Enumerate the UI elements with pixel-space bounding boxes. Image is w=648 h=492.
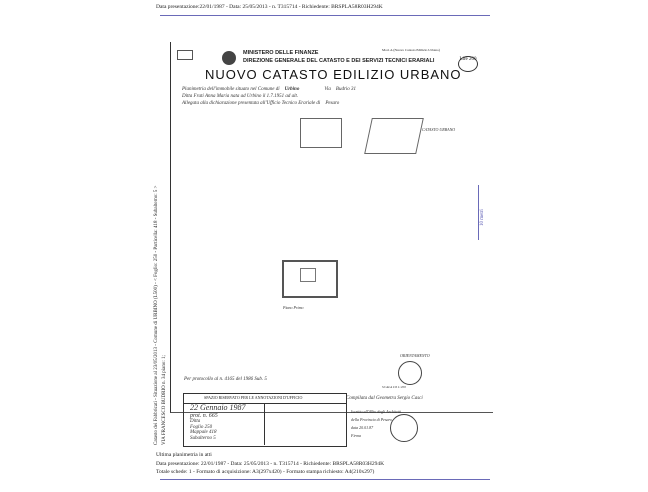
registered: Iscritto all'Albo degli Architetti bbox=[351, 409, 402, 414]
room bbox=[300, 268, 316, 282]
form-corner-box bbox=[177, 50, 193, 60]
office-date: 22 Gennaio 1987 bbox=[190, 403, 246, 412]
compiled-by: Compilata dal Geometra Sergio Casci bbox=[346, 396, 423, 401]
orientation-sketch bbox=[364, 118, 424, 154]
location-sketch bbox=[300, 118, 342, 148]
row1: Planimetria dell'immobile situato nel Co… bbox=[182, 87, 356, 93]
floor-plan bbox=[282, 260, 338, 298]
floor-label: Piano Primo bbox=[283, 305, 304, 310]
left-side-text: Catasto dei Fabbricati - Situazione al 2… bbox=[154, 185, 159, 446]
model: Mod. A (Nuovo Catasto Edilizio Urbano) bbox=[382, 48, 440, 52]
office-box bbox=[183, 393, 347, 447]
office-line: Foglio 250 bbox=[190, 424, 213, 430]
direction: DIREZIONE GENERALE DEL CATASTO E DEI SER… bbox=[243, 58, 435, 64]
row2: Ditta Frati Anna Maria nata ad Urbino il… bbox=[182, 94, 299, 99]
row3: Allegata alla dichiarazione presentata a… bbox=[182, 101, 339, 107]
province: della Provincia di Pesaro bbox=[351, 417, 392, 422]
footer-note: Ultima planimetria in atti bbox=[156, 452, 212, 458]
row1-value: Urbino bbox=[284, 87, 300, 92]
professional-seal bbox=[390, 414, 418, 442]
row3-label: Allegata alla dichiarazione presentata a… bbox=[182, 101, 321, 106]
row1-label: Planimetria dell'immobile situato nel Co… bbox=[182, 87, 280, 92]
signature: Firma bbox=[351, 433, 361, 438]
scale-label: SCALA DI 1:200 bbox=[382, 385, 406, 389]
form-title: NUOVO CATASTO EDILIZIO URBANO bbox=[205, 67, 462, 82]
stamp: Lire 200 bbox=[458, 56, 478, 72]
office-col-divider bbox=[264, 403, 265, 445]
emblem-icon bbox=[222, 51, 236, 65]
scale-bar bbox=[478, 185, 479, 240]
office-notes: 22 Gennaio 1987 prot. n. 665 Ditta Fogli… bbox=[190, 403, 246, 441]
office-line: Ditta bbox=[190, 419, 201, 425]
office-line: Subalterno 5 bbox=[190, 435, 216, 441]
row1-via-value: Budrio 31 bbox=[335, 87, 357, 92]
compiled-line: Per protocollo al n. 4165 del 1986 Sub. … bbox=[184, 377, 267, 382]
left-side-text-2: VIA FRANCESCO BUDRIO n. 34 piano: 1; bbox=[162, 355, 167, 445]
date-signed: data 20.01.87 bbox=[351, 425, 374, 430]
footer-line-2: Totale schede: 1 - Formato di acquisizio… bbox=[156, 469, 375, 475]
scanned-form bbox=[170, 42, 493, 413]
header-line: Data presentazione:22/01/1987 - Data: 25… bbox=[156, 4, 383, 10]
office-line: Mappale 418 bbox=[190, 430, 217, 436]
orient-label: CATASTO URBANO bbox=[422, 127, 456, 132]
office-header: SPAZIO RISERVATO PER LE ANNOTAZIONI D'UF… bbox=[204, 395, 303, 400]
north-compass-icon bbox=[398, 361, 422, 385]
ministry: MINISTERO DELLE FINANZE bbox=[243, 50, 319, 56]
north-label: ORIENTAMENTO bbox=[400, 353, 430, 358]
footer-line-1: Data presentazione: 22/01/1987 - Data: 2… bbox=[156, 461, 385, 467]
row1-via-label: Via bbox=[324, 87, 331, 92]
scale-bar-label: 10 metri bbox=[480, 209, 485, 226]
bottom-rule bbox=[160, 479, 490, 480]
row3-value: Pesaro bbox=[325, 101, 340, 106]
office-prot: prot. n. 665 bbox=[190, 412, 218, 419]
top-rule bbox=[160, 15, 490, 16]
